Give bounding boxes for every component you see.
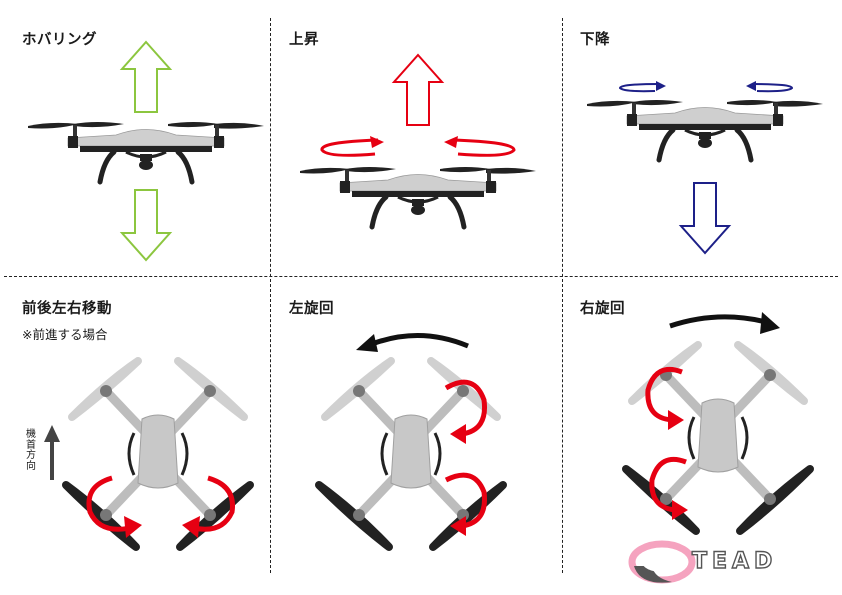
down-arrow-icon [121, 189, 171, 261]
panel-title-ascend: 上昇 [289, 32, 319, 48]
logo-text: TEAD [691, 548, 778, 574]
up-arrow-icon [121, 41, 171, 113]
rotation-arrow-icon [649, 456, 688, 520]
down-arrow-icon [680, 182, 730, 254]
panel-title-hovering: ホバリング [22, 32, 97, 48]
turn-arrow-icon [669, 312, 780, 334]
rotation-arrow-icon [320, 136, 384, 157]
drone-side-icon [300, 167, 536, 227]
drone-top-icon [626, 345, 810, 531]
divider-left [270, 18, 271, 573]
divider-middle [4, 276, 838, 277]
rotation-arrow-icon [444, 136, 516, 157]
panel-title-right-turn: 右旋回 [580, 301, 625, 317]
nose-direction-arrow-icon [44, 425, 60, 480]
rotation-arrow-icon [746, 81, 794, 93]
panel-note-forward: ※前進する場合 [22, 327, 108, 342]
drone-side-icon [28, 122, 264, 182]
up-arrow-icon [393, 54, 443, 126]
rotation-arrow-icon [444, 379, 488, 444]
panel-title-descend: 下降 [580, 32, 610, 48]
rotation-arrow-icon [182, 475, 235, 538]
rotation-arrow-icon [645, 366, 684, 430]
drone-side-icon [587, 100, 823, 160]
panel-title-left-turn: 左旋回 [289, 301, 334, 317]
nose-direction-label: 機首方向 [26, 429, 36, 472]
divider-right [562, 18, 563, 573]
rotation-arrow-icon [618, 81, 666, 93]
rotation-arrow-icon [86, 475, 142, 538]
turn-arrow-icon [356, 332, 469, 352]
panel-title-move: 前後左右移動 [22, 301, 112, 317]
logo-icon [628, 540, 696, 584]
rotation-arrow-icon [444, 472, 488, 536]
